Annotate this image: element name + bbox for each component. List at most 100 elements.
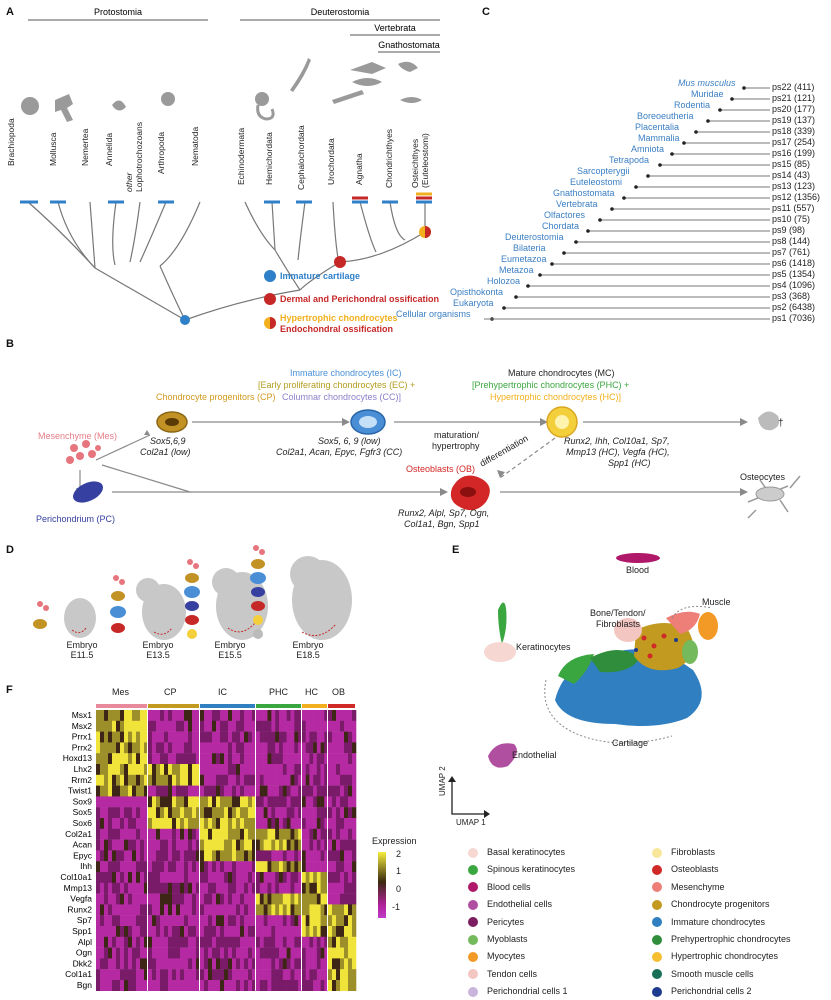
- heatmap-cell: [224, 764, 229, 775]
- heatmap-cell: [140, 861, 145, 873]
- clado-node: [598, 218, 602, 222]
- heatmap-cell: [244, 861, 249, 873]
- heatmap-cell: [252, 720, 257, 732]
- heatmap-cell: [336, 872, 341, 883]
- heatmap-cell: [259, 915, 264, 927]
- heatmap-cell: [120, 764, 125, 775]
- heatmap-cell: [320, 882, 325, 894]
- heatmap-cell: [324, 796, 329, 808]
- heatmap-cell: [120, 742, 125, 754]
- heatmap-cell: [232, 926, 237, 937]
- heatmap-cell: [252, 872, 257, 883]
- heatmap-cell: [112, 861, 117, 873]
- heatmap-cell: [124, 753, 129, 765]
- heatmap-cell: [320, 764, 325, 775]
- heatmap-cell: [282, 980, 287, 991]
- ic-title: Immature chondrocytes (IC): [290, 368, 402, 378]
- heatmap-cell: [116, 785, 121, 797]
- heatmap-cell: [220, 947, 225, 959]
- heatmap-cell: [294, 872, 299, 883]
- heatmap-cell: [267, 947, 272, 959]
- heatmap-cell: [108, 872, 113, 883]
- heatmap-cell: [96, 850, 101, 862]
- heatmap-cell: [188, 742, 193, 754]
- heatmap-cell: [124, 807, 129, 819]
- heatmap-cell: [236, 753, 241, 765]
- heatmap-cell: [200, 904, 205, 916]
- heatmap-cell: [244, 764, 249, 775]
- heatmap-cell: [232, 731, 237, 743]
- heatmap-cell: [180, 839, 185, 851]
- heatmap-cell: [290, 861, 295, 873]
- heatmap-cell: [316, 753, 321, 765]
- mc-genes-2: Mmp13 (HC), Vegfa (HC),: [566, 447, 670, 457]
- heatmap-cell: [290, 731, 295, 743]
- heatmap-cell: [224, 980, 229, 991]
- heatmap-cell: [332, 807, 337, 819]
- heatmap-cell: [294, 818, 299, 829]
- heatmap-cell: [290, 796, 295, 808]
- heatmap-cell: [100, 915, 105, 927]
- heatmap-cell: [148, 742, 153, 754]
- heatmap-cell: [344, 839, 349, 851]
- heatmap-cell: [316, 742, 321, 754]
- heatmap-cell: [252, 807, 257, 819]
- heatmap-cell: [220, 731, 225, 743]
- heatmap-cell: [208, 720, 213, 732]
- heatmap-cell: [120, 936, 125, 948]
- heatmap-cell: [328, 958, 333, 970]
- heatmap-cell: [236, 893, 241, 905]
- heatmap-cell: [282, 839, 287, 851]
- heatmap-cell: [313, 861, 318, 873]
- heatmap-cell: [348, 753, 353, 765]
- heatmap-cell: [96, 742, 101, 754]
- heatmap-cell: [275, 861, 280, 873]
- heatmap-cell: [164, 947, 169, 959]
- heatmap-cell: [116, 958, 121, 970]
- heatmap-cell: [332, 850, 337, 862]
- heatmap-cell: [224, 720, 229, 732]
- heatmap-cell: [305, 980, 310, 991]
- heatmap-cell: [298, 936, 303, 948]
- heatmap-cell: [324, 785, 329, 797]
- heatmap-cell: [232, 872, 237, 883]
- heatmap-cell: [168, 882, 173, 894]
- heatmap-cell: [196, 861, 201, 873]
- heatmap-cell: [116, 774, 121, 786]
- heatmap-cell: [160, 720, 165, 732]
- heatmap-cell: [212, 839, 217, 851]
- heatmap-cell: [212, 872, 217, 883]
- heatmap-cell: [116, 882, 121, 894]
- heatmap-cell: [271, 882, 276, 894]
- heatmap-cell: [290, 828, 295, 840]
- heatmap-cell: [320, 774, 325, 786]
- heatmap-cell: [305, 828, 310, 840]
- heatmap-cell: [259, 753, 264, 765]
- heatmap-cell: [309, 936, 314, 948]
- heatmap-cell: [124, 828, 129, 840]
- heatmap-cell: [124, 720, 129, 732]
- heatmap-cell: [256, 915, 261, 927]
- heatmap-cell: [248, 710, 253, 721]
- heatmap-cell: [294, 742, 299, 754]
- heatmap-cell: [108, 753, 113, 765]
- clado-taxon-label: Bilateria: [513, 243, 546, 253]
- heatmap-cell: [108, 915, 113, 927]
- heatmap-cell: [108, 969, 113, 981]
- heatmap-gene-label: Prrx1: [72, 732, 93, 742]
- heatmap-cell: [168, 861, 173, 873]
- heatmap-gene-label: Msx1: [72, 710, 93, 720]
- heatmap-cell: [100, 980, 105, 991]
- heatmap-cell: [309, 818, 314, 829]
- heatmap-cell: [313, 731, 318, 743]
- heatmap-cell: [302, 904, 307, 916]
- heatmap-cell: [305, 796, 310, 808]
- clado-node: [622, 196, 626, 200]
- heatmap-cell: [332, 785, 337, 797]
- heatmap-cell: [348, 904, 353, 916]
- heatmap-cell: [282, 872, 287, 883]
- heatmap-cell: [309, 969, 314, 981]
- heatmap-cell: [328, 796, 333, 808]
- heatmap-cell: [220, 872, 225, 883]
- heatmap-cell: [100, 839, 105, 851]
